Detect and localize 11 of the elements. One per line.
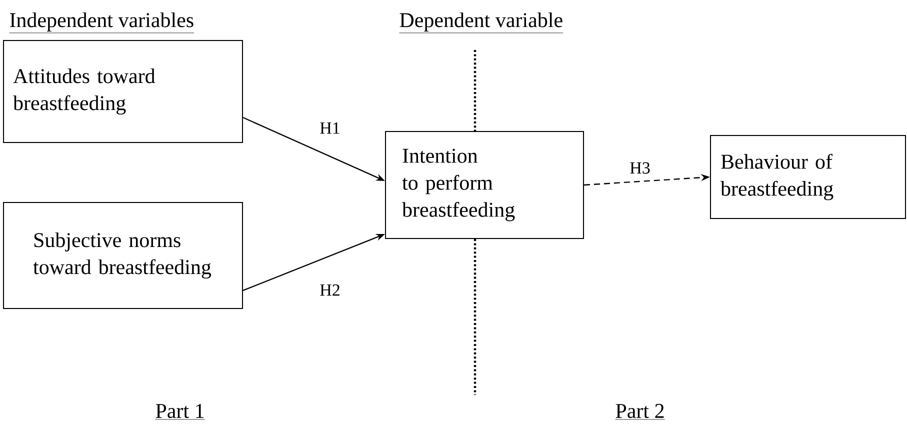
edge-label: H3 (628, 161, 652, 175)
heading-label: Part 1 (155, 404, 205, 420)
heading-label: Independent variables (9, 12, 194, 34)
process-box: Subjective norms toward breastfeeding (3, 202, 243, 309)
process-box: Behaviour of breastfeeding (710, 135, 906, 219)
process-box: Attitudes toward breastfeeding (3, 40, 243, 143)
edge-label: H2 (318, 283, 342, 297)
edge-label: H1 (318, 121, 342, 135)
heading-label: Dependent variable (399, 12, 564, 34)
heading-label: Part 2 (615, 404, 665, 420)
process-box: Intention to perform breastfeeding (385, 131, 584, 239)
